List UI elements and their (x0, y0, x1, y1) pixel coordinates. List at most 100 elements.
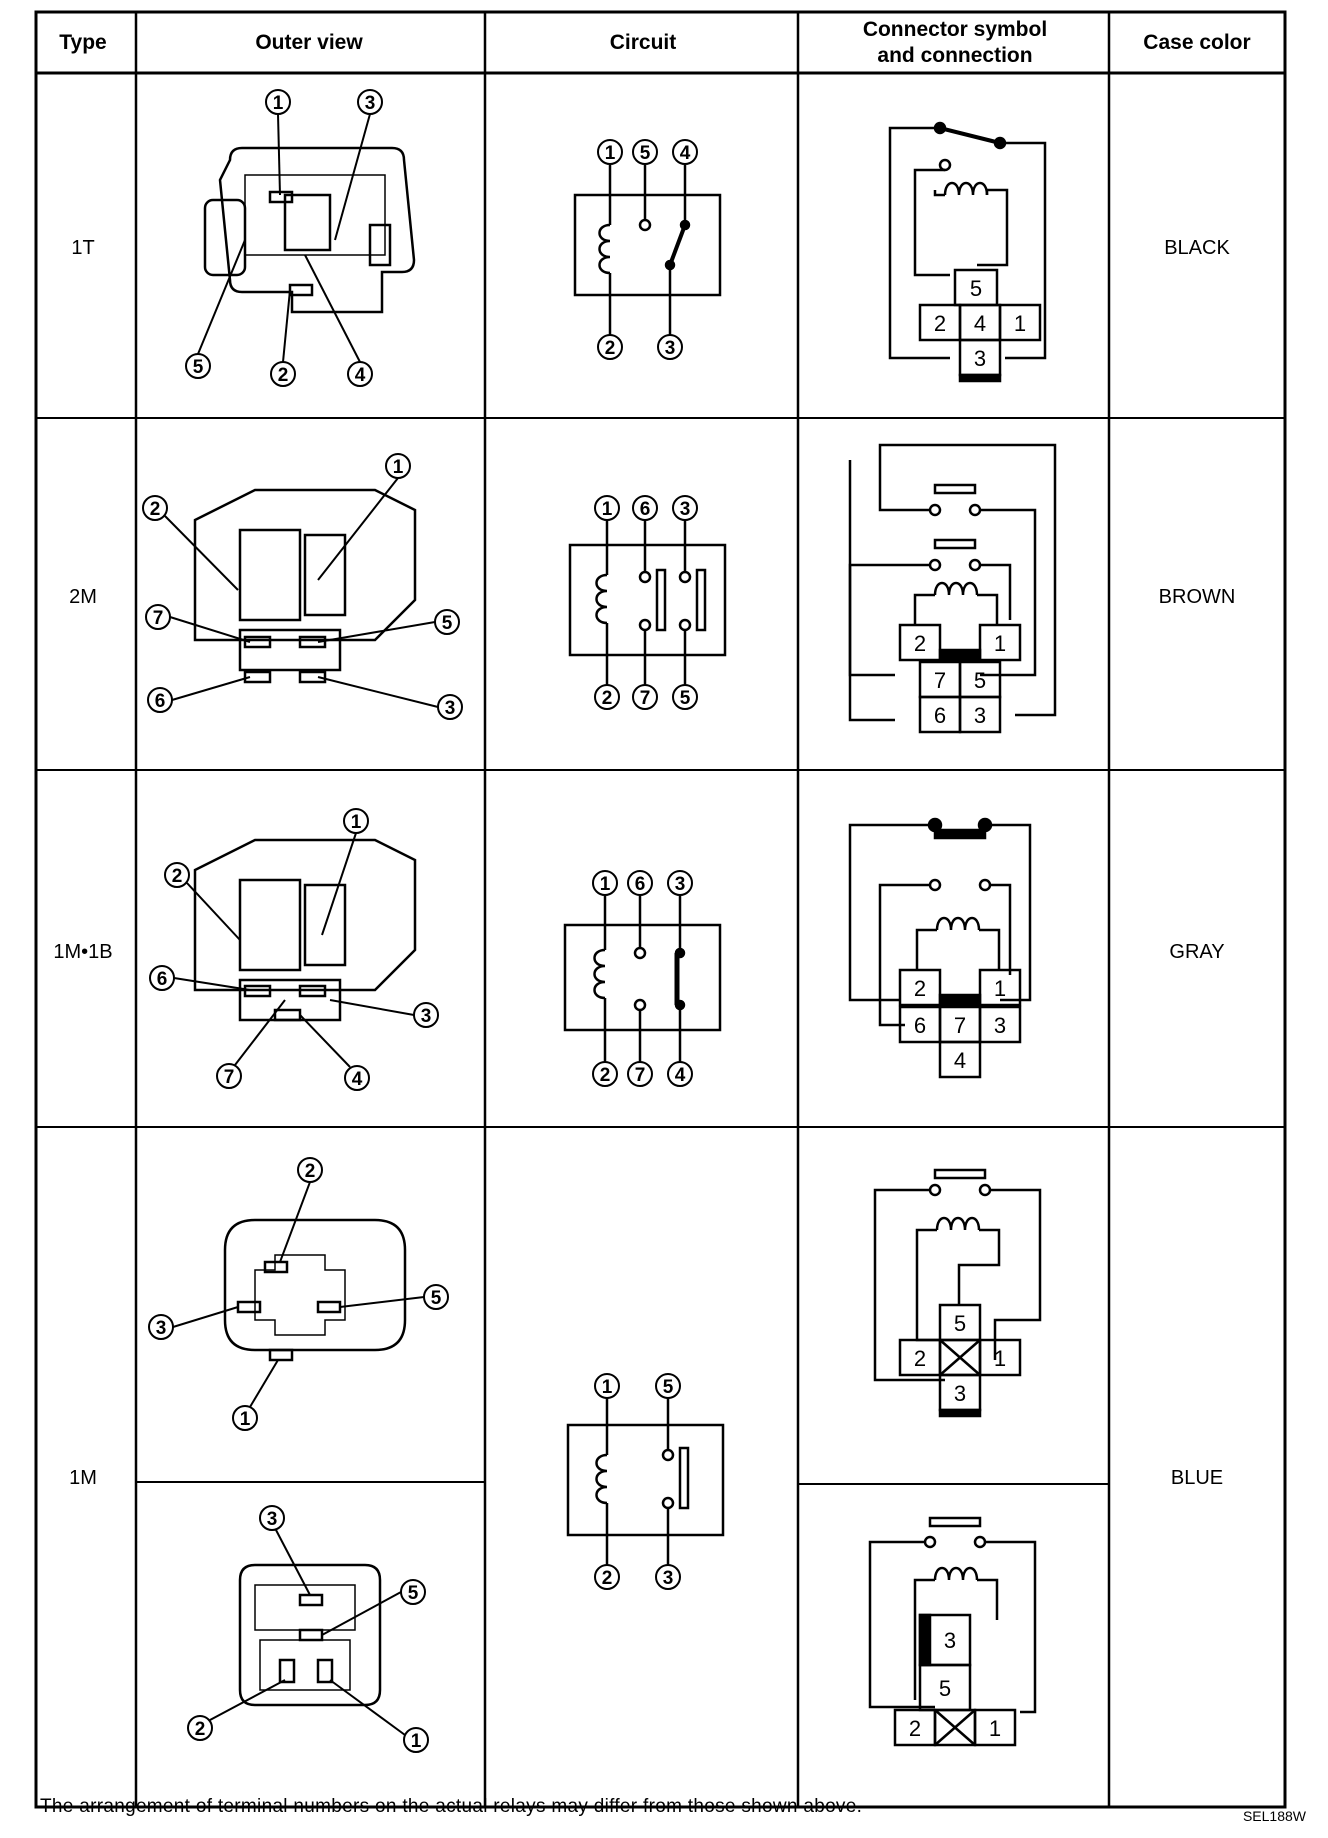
svg-text:3: 3 (267, 1509, 278, 1530)
svg-text:7: 7 (640, 688, 651, 709)
svg-text:5: 5 (939, 1676, 951, 1701)
svg-text:5: 5 (431, 1288, 442, 1309)
connector-1m-b (868, 1516, 1037, 1747)
svg-text:3: 3 (156, 1318, 167, 1339)
svg-text:2: 2 (605, 338, 616, 359)
svg-text:5: 5 (680, 688, 691, 709)
svg-text:4: 4 (680, 143, 691, 164)
svg-text:2: 2 (914, 1346, 926, 1371)
svg-text:6: 6 (914, 1013, 926, 1038)
figure-code: SEL188W (1242, 1808, 1306, 1824)
svg-text:7: 7 (224, 1067, 235, 1088)
svg-text:3: 3 (365, 93, 376, 114)
svg-text:1: 1 (994, 1346, 1006, 1371)
svg-text:1: 1 (600, 874, 611, 895)
type-1m1b: 1M•1B (53, 941, 112, 963)
type-2m: 2M (69, 586, 97, 608)
svg-text:4: 4 (355, 365, 366, 386)
case-color-blue: BLUE (1171, 1467, 1223, 1489)
svg-text:3: 3 (974, 703, 986, 728)
svg-text:5: 5 (954, 1311, 966, 1336)
header-circuit: Circuit (610, 31, 677, 54)
case-color-black: BLACK (1164, 237, 1230, 259)
case-color-gray: GRAY (1169, 941, 1224, 963)
svg-text:3: 3 (663, 1568, 674, 1589)
svg-text:1: 1 (393, 457, 404, 478)
svg-text:1: 1 (240, 1409, 251, 1430)
header-case-color: Case color (1143, 31, 1250, 54)
connector-1t (888, 121, 1047, 383)
connector-2m (848, 443, 1057, 734)
svg-text:1: 1 (602, 1377, 613, 1398)
svg-text:5: 5 (970, 276, 982, 301)
outer-view-2m (193, 488, 417, 684)
type-1t: 1T (71, 237, 94, 259)
svg-text:3: 3 (974, 346, 986, 371)
svg-text:2: 2 (602, 1568, 613, 1589)
connector-cavity-numbers: 5 2 4 1 3 2 1 7 5 6 3 2 1 6 7 3 4 5 2 1 … (909, 276, 1026, 1741)
svg-text:5: 5 (640, 143, 651, 164)
svg-text:1: 1 (1014, 311, 1026, 336)
svg-text:4: 4 (974, 311, 986, 336)
svg-text:3: 3 (665, 338, 676, 359)
svg-text:5: 5 (442, 613, 453, 634)
svg-text:3: 3 (994, 1013, 1006, 1038)
svg-text:2: 2 (600, 1065, 611, 1086)
case-color-brown: BROWN (1159, 586, 1236, 608)
circuit-1m (566, 1398, 725, 1565)
outer-view-1m-b (238, 1563, 382, 1707)
footnote: The arrangement of terminal numbers on t… (40, 1796, 863, 1817)
svg-text:6: 6 (934, 703, 946, 728)
svg-text:2: 2 (195, 1719, 206, 1740)
svg-text:7: 7 (635, 1065, 646, 1086)
svg-text:7: 7 (954, 1013, 966, 1038)
svg-text:5: 5 (663, 1377, 674, 1398)
svg-text:1: 1 (994, 631, 1006, 656)
svg-text:6: 6 (635, 874, 646, 895)
header-type: Type (59, 31, 106, 54)
svg-text:3: 3 (421, 1006, 432, 1027)
header-connector-line1: Connector symbol (863, 18, 1047, 41)
outer-view-1t (203, 146, 416, 314)
svg-text:2: 2 (150, 499, 161, 520)
svg-text:2: 2 (172, 866, 183, 887)
svg-text:6: 6 (157, 969, 168, 990)
svg-text:1: 1 (994, 976, 1006, 1001)
svg-text:5: 5 (974, 668, 986, 693)
header-connector-line2: and connection (877, 44, 1032, 67)
svg-text:3: 3 (680, 499, 691, 520)
connector-1m-a (873, 1168, 1042, 1418)
svg-text:5: 5 (193, 357, 204, 378)
svg-text:3: 3 (445, 698, 456, 719)
svg-text:7: 7 (153, 608, 164, 629)
table-grid (34, 10, 1287, 1809)
outer-view-1m1b (193, 838, 417, 1022)
connector-1m1b (848, 817, 1032, 1079)
svg-text:3: 3 (675, 874, 686, 895)
svg-text:4: 4 (352, 1069, 363, 1090)
svg-text:3: 3 (944, 1628, 956, 1653)
svg-text:6: 6 (640, 499, 651, 520)
circuit-1m1b (563, 895, 722, 1062)
svg-text:2: 2 (909, 1716, 921, 1741)
svg-text:3: 3 (954, 1381, 966, 1406)
svg-text:4: 4 (675, 1065, 686, 1086)
svg-text:1: 1 (605, 143, 616, 164)
svg-text:1: 1 (411, 1731, 422, 1752)
terminal-callouts: 1 3 5 2 4 1 5 4 2 3 1 2 7 5 6 3 (142, 89, 698, 1753)
svg-text:2: 2 (278, 365, 289, 386)
svg-text:1: 1 (602, 499, 613, 520)
svg-text:1: 1 (273, 93, 284, 114)
svg-text:2: 2 (934, 311, 946, 336)
svg-text:5: 5 (408, 1583, 419, 1604)
svg-text:6: 6 (155, 691, 166, 712)
svg-text:7: 7 (934, 668, 946, 693)
header-outer-view: Outer view (255, 31, 363, 54)
svg-text:4: 4 (954, 1048, 966, 1073)
svg-text:1: 1 (989, 1716, 1001, 1741)
svg-text:2: 2 (914, 631, 926, 656)
svg-text:2: 2 (914, 976, 926, 1001)
type-1m: 1M (69, 1467, 97, 1489)
svg-text:1: 1 (351, 812, 362, 833)
